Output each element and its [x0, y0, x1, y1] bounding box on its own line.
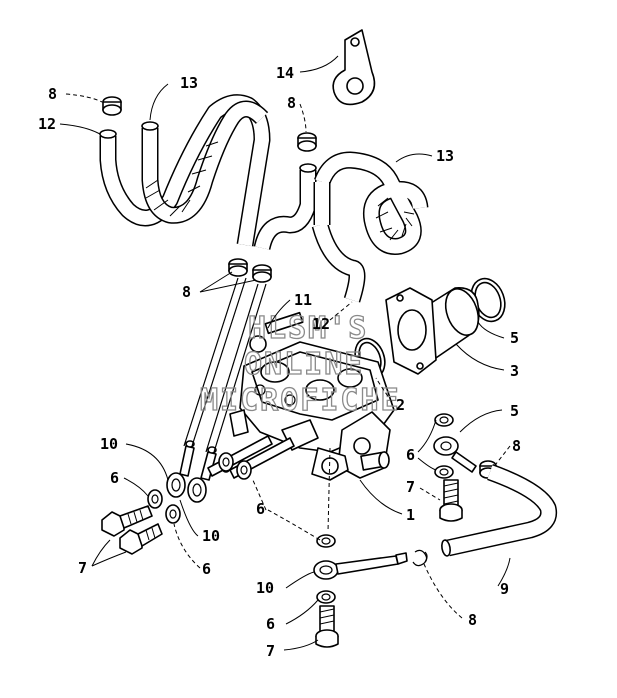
watermark-line-2: ONLINE: [244, 347, 364, 382]
callout-6-left-b: 6: [202, 560, 211, 578]
feed-lines: [183, 277, 267, 453]
watermark: HLSM'S ONLINE MICROFICHE: [199, 310, 401, 418]
callout-6-left-a: 6: [110, 469, 119, 487]
callout-2: 2: [396, 396, 405, 414]
callout-7-bottom: 7: [266, 642, 275, 660]
clamp-8-top-right: [297, 132, 317, 152]
bracket-14: [332, 29, 376, 106]
bolt-7-bottom: [315, 605, 339, 648]
clamp-8-mid-b: [252, 264, 272, 283]
washer-6-d: [236, 460, 252, 480]
callout-9: 9: [500, 580, 509, 598]
callout-8-top-left: 8: [48, 85, 57, 103]
callout-13-top-left: 13: [180, 74, 198, 92]
callout-14: 14: [276, 64, 294, 82]
callout-10-bottom: 10: [256, 579, 274, 597]
elbow-housing-3: [385, 287, 480, 375]
callout-8-right: 8: [512, 437, 521, 455]
bolt-7-left-b: [119, 523, 163, 555]
watermark-line-3: MICROFICHE: [200, 383, 401, 418]
banjo-fitting-5: [433, 436, 477, 473]
clamp-8-bottom: [412, 549, 428, 567]
washer-6-f: [316, 590, 336, 604]
o-ring-4: [470, 277, 506, 323]
callout-7-right: 7: [406, 478, 415, 496]
callout-6-bottom: 6: [266, 615, 275, 633]
callout-13-top-right: 13: [436, 147, 454, 165]
washer-6-g: [434, 413, 454, 427]
callout-10-center: 10: [202, 527, 220, 545]
callout-6-right: 6: [406, 446, 415, 464]
hose-13-right: [313, 151, 429, 255]
hose-13-left: [141, 100, 269, 224]
callout-1: 1: [406, 506, 415, 524]
callout-6-center: 6: [256, 500, 265, 518]
bolt-7-left-a: [101, 505, 153, 537]
callout-3: 3: [510, 362, 519, 380]
callout-5: 5: [510, 402, 519, 420]
callout-8-mid: 8: [182, 283, 191, 301]
pump-body-1: [229, 311, 395, 481]
callout-4: 5: [510, 329, 519, 347]
washer-6-a: [147, 489, 163, 509]
hose-9: [441, 464, 558, 557]
washer-6-b: [165, 504, 181, 524]
washer-6-e: [316, 534, 336, 548]
callout-12-mid: 12: [312, 315, 330, 333]
callout-11: 11: [294, 291, 312, 309]
callouts: 8 12 13 14 8 13 8 11 12 5 3 2 5 6 8 7 1 …: [38, 64, 521, 660]
clamp-8-mid-a: [228, 258, 248, 277]
washer-6-c: [218, 452, 234, 472]
leader-lines: [59, 55, 511, 651]
callout-12-top-left: 12: [38, 115, 56, 133]
callout-7-left: 7: [78, 559, 87, 577]
banjo-fitting-10-bottom: [313, 552, 408, 580]
callout-8-bottom: 8: [468, 611, 477, 629]
hose-12-right: [253, 163, 366, 303]
watermark-line-1: HLSM'S: [248, 311, 368, 346]
callout-10-left: 10: [100, 435, 118, 453]
clamp-8-top-left: [102, 96, 122, 116]
washer-6-h: [434, 465, 454, 479]
banjo-fitting-10-left: [166, 440, 195, 498]
callout-8-top-right: 8: [287, 94, 296, 112]
bolt-7-right: [439, 479, 463, 522]
